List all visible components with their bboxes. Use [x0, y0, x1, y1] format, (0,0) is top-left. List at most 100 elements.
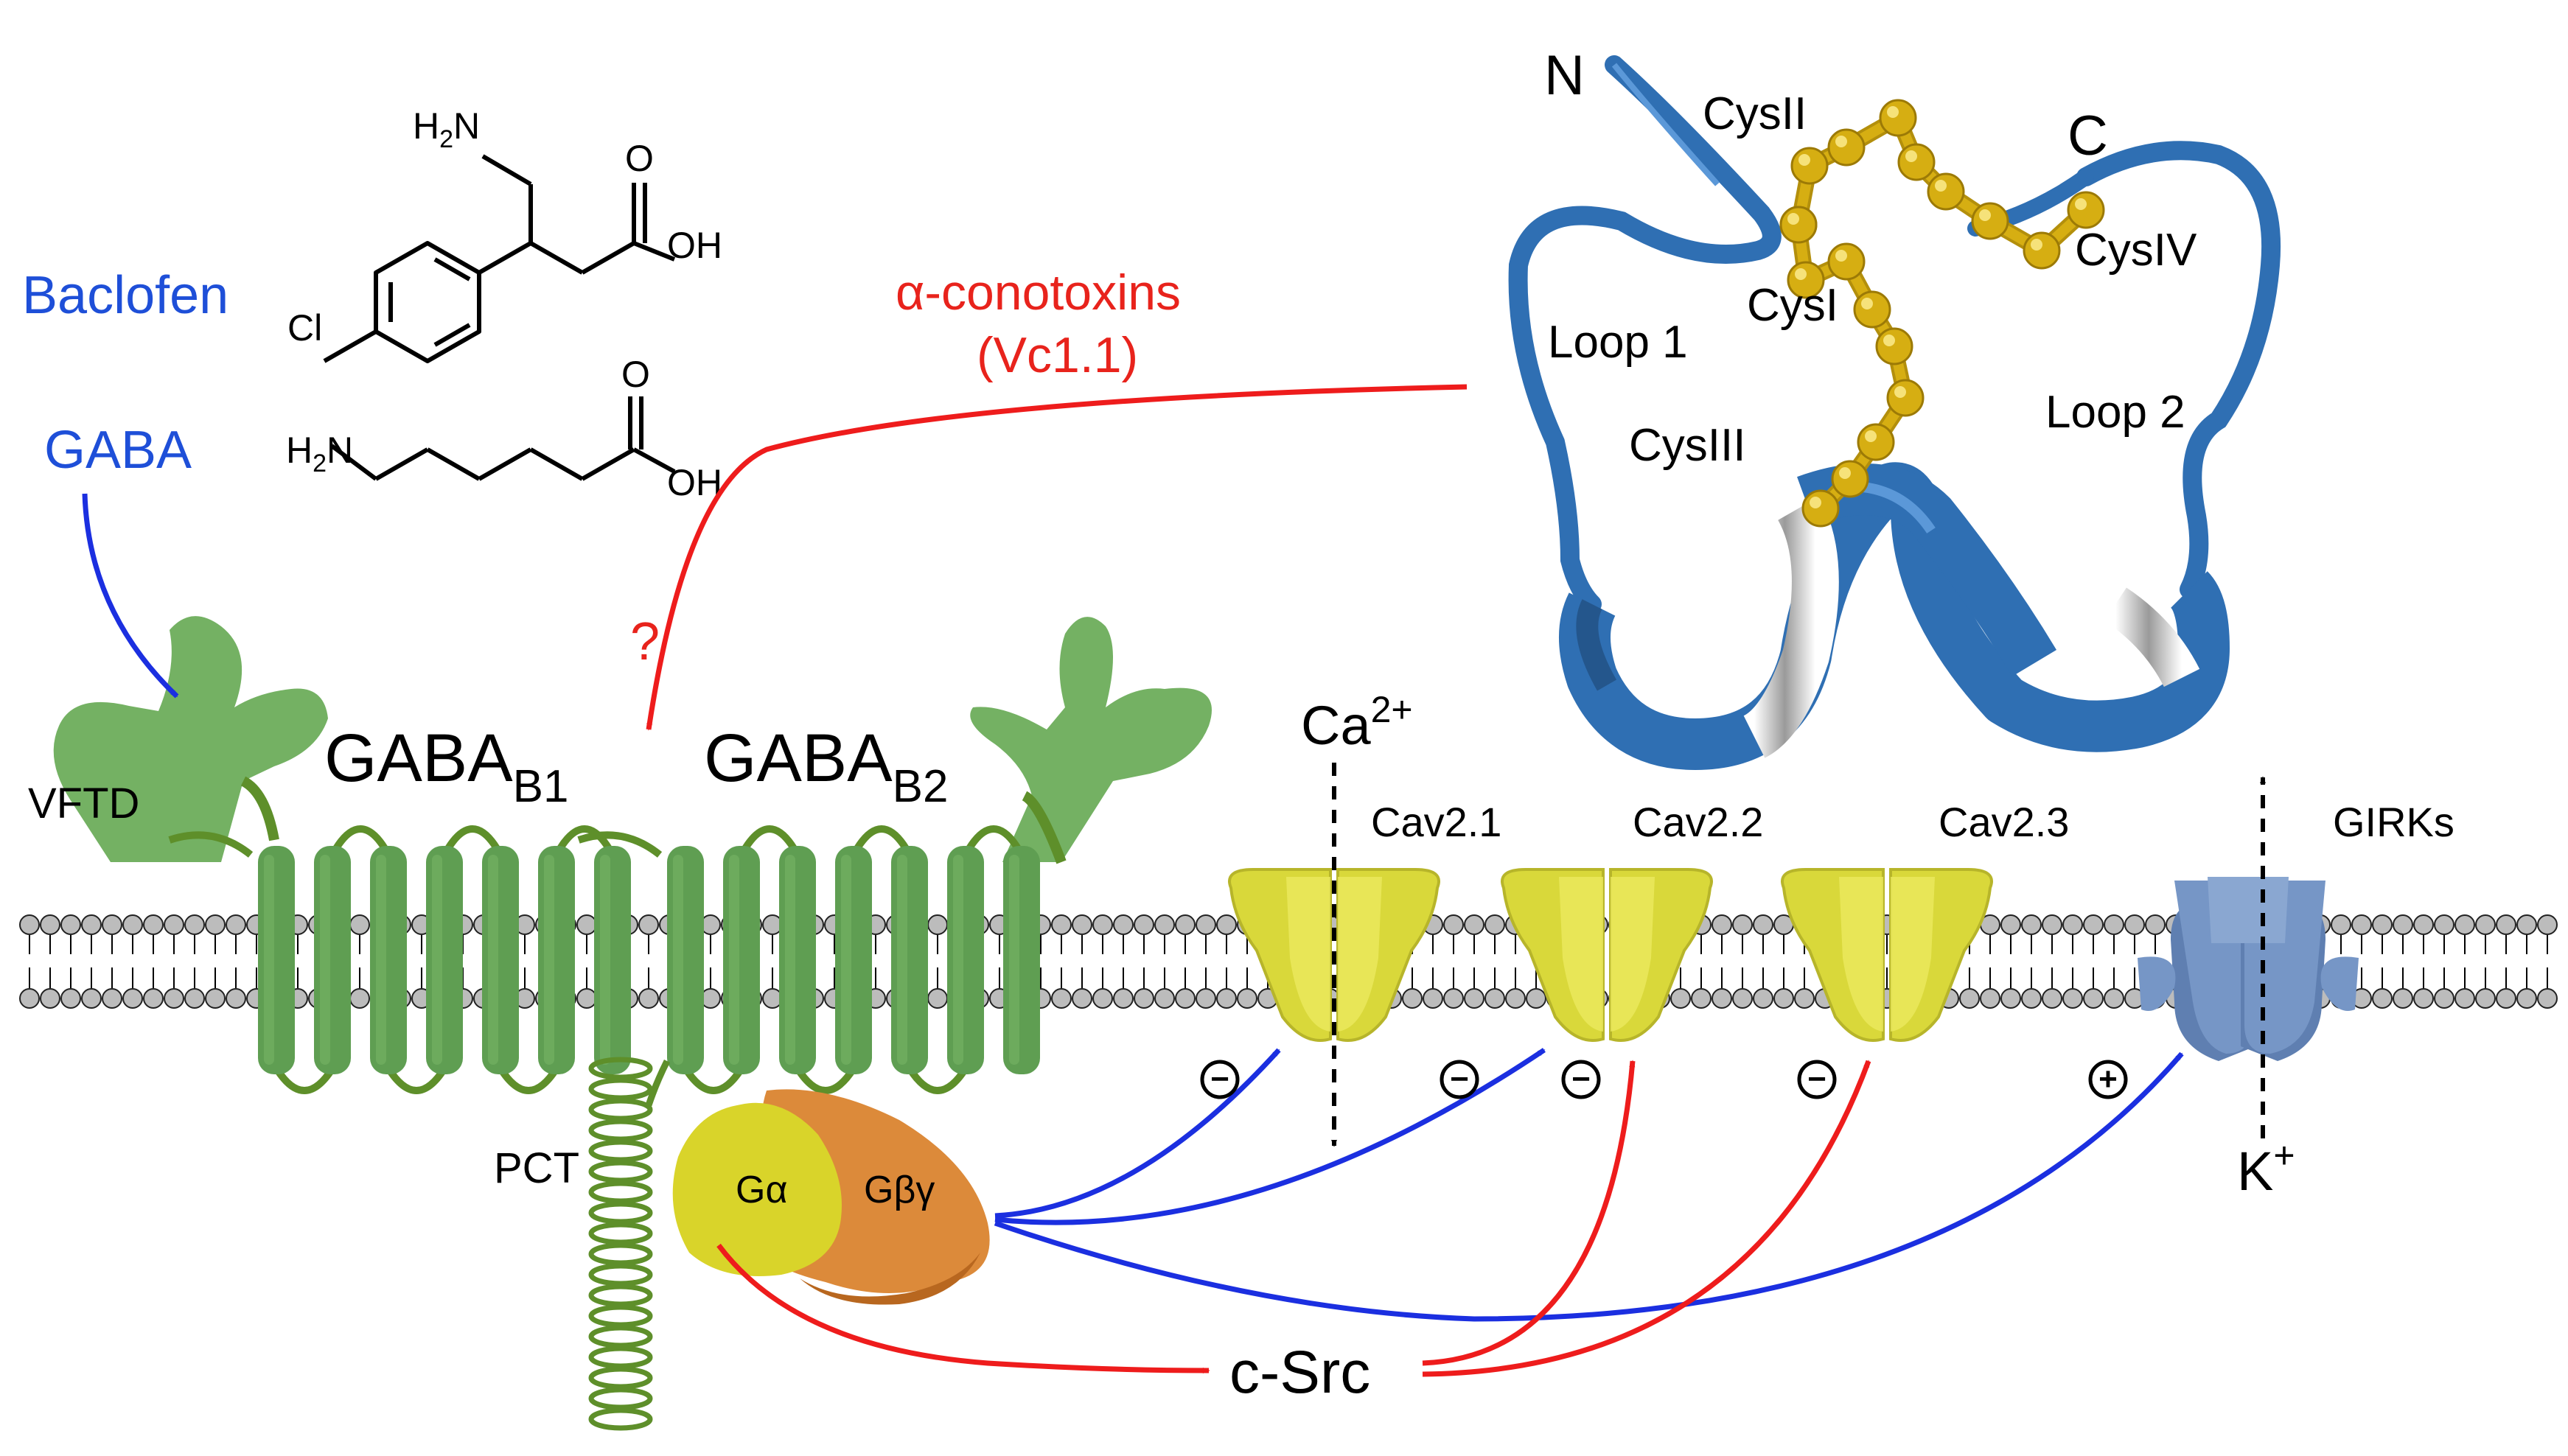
calcium-channels — [1228, 868, 1993, 1042]
pct-label: PCT — [494, 1144, 579, 1192]
lipid-head — [2537, 914, 2558, 935]
lipid-head — [81, 988, 102, 1009]
lipid-head — [2021, 914, 2042, 935]
lipid-head — [1423, 988, 1443, 1009]
lipid-head — [2537, 988, 2558, 1009]
lipid-head — [2104, 988, 2124, 1009]
lipid-head — [2021, 988, 2042, 1009]
gaba-carbonyl-o: O — [621, 354, 650, 395]
lipid-head — [2434, 914, 2454, 935]
lipid-head — [184, 988, 205, 1009]
tm-helix — [538, 846, 575, 1074]
gabab1-transmembrane — [168, 825, 631, 1094]
lipid-head — [1051, 988, 1072, 1009]
lipid-head — [2496, 914, 2516, 935]
gbg-to-girk-arrow — [994, 1051, 2184, 1322]
lipid-head — [638, 914, 659, 935]
girk-channel — [2138, 877, 2359, 1061]
cys4-label: CysIV — [2075, 225, 2197, 276]
lipid-head — [1072, 914, 1092, 935]
lipid-head — [2124, 914, 2145, 935]
lipid-head — [1464, 988, 1484, 1009]
activate-sign-girk-symbol: + — [2098, 1061, 2118, 1097]
lipid-head — [184, 914, 205, 935]
lipid-head — [2413, 914, 2434, 935]
inhibit-sign-cav21-symbol: − — [1210, 1061, 1229, 1097]
lipid-head — [2516, 988, 2537, 1009]
lipid-head — [1980, 988, 2000, 1009]
disulfide-bonds — [1779, 99, 2105, 528]
lipid-head — [1175, 914, 1196, 935]
gaba-label: GABA — [44, 421, 192, 480]
loop2-label: Loop 2 — [2045, 387, 2185, 438]
lipid-head — [60, 988, 81, 1009]
tm-helix — [779, 846, 816, 1074]
lipid-head — [1712, 914, 1732, 935]
tm-helix — [1003, 846, 1040, 1074]
g-beta-gamma-label: Gβγ — [864, 1169, 935, 1211]
inhibit-sign-cav23-symbol: − — [1807, 1061, 1826, 1097]
cav23-channel — [1781, 868, 1993, 1042]
inhibit-sign-cav22-src-symbol: − — [1571, 1061, 1591, 1097]
tm-helix — [258, 846, 295, 1074]
peptide-loop2 — [2076, 141, 2281, 599]
lipid-head — [2351, 914, 2372, 935]
lipid-head — [60, 914, 81, 935]
lipid-head — [2372, 988, 2393, 1009]
vftd-right-domain — [970, 617, 1212, 862]
lipid-head — [2413, 988, 2434, 1009]
gabab2-transmembrane — [577, 825, 1040, 1094]
cav23-label: Cav2.3 — [1939, 799, 2069, 845]
cav21-channel — [1228, 868, 1440, 1042]
loop1-label: Loop 1 — [1548, 317, 1688, 368]
cav22-label: Cav2.2 — [1633, 799, 1763, 845]
calcium-ion-label: Ca2+ — [1301, 689, 1413, 756]
lipid-head — [1484, 988, 1505, 1009]
gabab-receptor-group — [53, 616, 1212, 1431]
tm-helix — [314, 846, 351, 1074]
lipid-head — [2516, 914, 2537, 935]
lipid-head — [1113, 988, 1134, 1009]
question-mark: ? — [630, 612, 660, 671]
lipid-head — [2475, 914, 2496, 935]
csrc-to-cav22-arrow — [1422, 1060, 1636, 1366]
tm-helix — [594, 846, 631, 1074]
cav22-channel — [1501, 868, 1713, 1042]
lipid-head — [349, 988, 370, 1009]
csrc-to-cav23-arrow — [1422, 1060, 1871, 1377]
baclofen-label: Baclofen — [22, 266, 228, 325]
baclofen-amine-h: H2N — [413, 105, 480, 153]
lipid-head — [2393, 914, 2413, 935]
lipid-head — [1732, 988, 1753, 1009]
lipid-head — [2372, 914, 2393, 935]
lipid-head — [1794, 988, 1815, 1009]
tm-helix — [835, 846, 872, 1074]
baclofen-chloro: Cl — [287, 307, 322, 349]
lipid-head — [81, 914, 102, 935]
g-protein-complex: Gα Gβγ — [672, 1089, 990, 1305]
n-terminus-label: N — [1544, 44, 1585, 107]
gbg-to-cav22-arrow — [994, 1048, 1546, 1225]
g-alpha-subunit — [672, 1102, 842, 1276]
lipid-head — [1505, 988, 1526, 1009]
lipid-head — [2454, 988, 2475, 1009]
lipid-head — [2475, 988, 2496, 1009]
lipid-head — [1753, 988, 1773, 1009]
lipid-head — [102, 988, 122, 1009]
cys2-label: CysII — [1703, 88, 1807, 139]
inhibit-sign-cav23 — [1797, 1060, 1837, 1099]
lipid-head — [2454, 914, 2475, 935]
lipid-head — [2062, 988, 2083, 1009]
lipid-head — [1464, 914, 1484, 935]
pct-coiled-coil — [588, 1057, 671, 1431]
gabab2-label: GABAB2 — [704, 721, 949, 812]
tm-helix — [891, 846, 928, 1074]
lipid-head — [2083, 988, 2104, 1009]
inhibit-sign-cav22-src — [1561, 1060, 1601, 1099]
lipid-head — [102, 914, 122, 935]
cys1-label: CysI — [1747, 280, 1838, 331]
lipid-head — [122, 914, 143, 935]
vftd-left-domain — [53, 616, 329, 862]
vftd-label: VFTD — [28, 780, 139, 827]
